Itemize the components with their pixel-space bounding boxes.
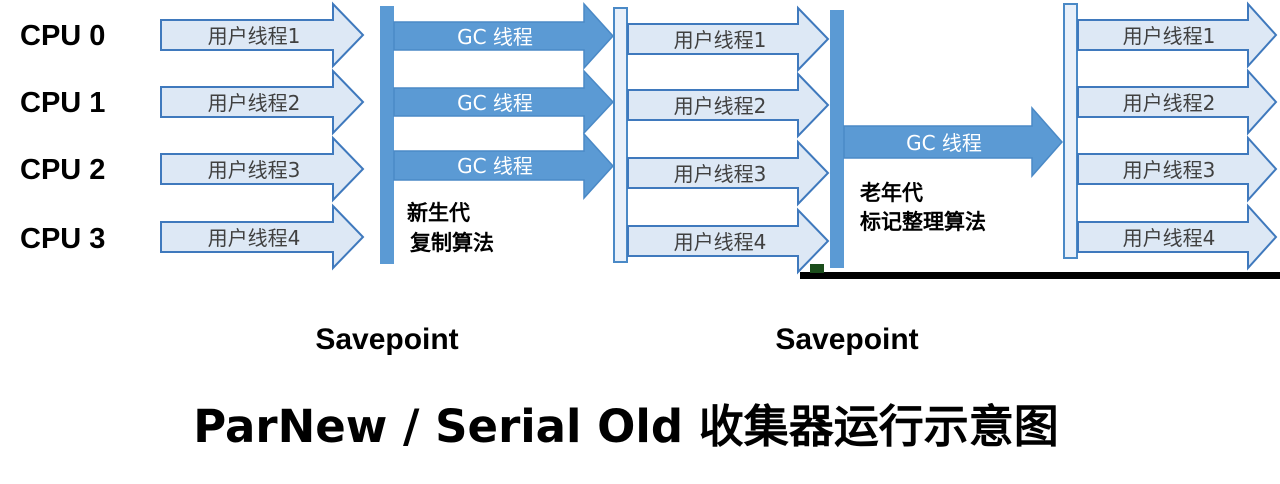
- cpu-labels: CPU 0 CPU 1 CPU 2 CPU 3: [20, 20, 105, 255]
- user-thread-label: 用户线程2: [1123, 91, 1216, 115]
- timeline-baseline: [800, 272, 1280, 279]
- user-thread-label: 用户线程3: [208, 158, 301, 182]
- user-thread-arrow: 用户线程1: [1077, 1, 1278, 69]
- user-thread-arrow: 用户线程2: [1077, 68, 1278, 136]
- user-thread-arrow: 用户线程3: [160, 135, 365, 203]
- gc-thread-arrow: GC 线程: [393, 2, 615, 70]
- cpu-label-3: CPU 3: [20, 223, 105, 255]
- gc-thread-arrow: GC 线程: [393, 69, 615, 135]
- user-thread-arrow: 用户线程1: [627, 5, 830, 73]
- user-thread-arrow: 用户线程4: [1077, 203, 1278, 271]
- user-thread-label: 用户线程1: [1123, 24, 1216, 48]
- old-gc-algorithm-line1: 老年代: [860, 181, 923, 205]
- user-thread-label: 用户线程3: [1123, 158, 1216, 182]
- gc-thread-label: GC 线程: [457, 25, 533, 49]
- diagram-title: ParNew / Serial Old 收集器运行示意图: [193, 400, 1058, 453]
- baseline-marker: [810, 264, 824, 273]
- gc-thread-label: GC 线程: [457, 154, 533, 178]
- user-thread-label: 用户线程3: [674, 162, 767, 186]
- gc-thread-label: GC 线程: [457, 91, 533, 115]
- phase3-user-threads: 用户线程1 用户线程2 用户线程3 用户线程4: [1077, 1, 1278, 271]
- user-thread-arrow: 用户线程1: [160, 1, 365, 69]
- safepoint-bar-old-gc-end: [1063, 3, 1078, 259]
- savepoint-label-2: Savepoint: [775, 323, 918, 356]
- user-thread-label: 用户线程1: [208, 24, 301, 48]
- user-thread-arrow: 用户线程4: [627, 207, 830, 275]
- user-thread-label: 用户线程1: [674, 28, 767, 52]
- user-thread-arrow: 用户线程3: [627, 139, 830, 207]
- gc-thread-arrow: GC 线程: [393, 132, 615, 200]
- user-thread-label: 用户线程2: [208, 91, 301, 115]
- old-gc-algorithm-line2: 标记整理算法: [860, 210, 986, 234]
- user-thread-arrow: 用户线程2: [160, 68, 365, 136]
- young-gc-algorithm-line2: 复制算法: [409, 231, 494, 255]
- safepoint-bar-young-gc-end: [613, 7, 628, 263]
- user-thread-arrow: 用户线程2: [627, 71, 830, 139]
- young-gc-threads: GC 线程 GC 线程 GC 线程 新生代 复制算法: [393, 2, 615, 255]
- user-thread-label: 用户线程4: [208, 226, 301, 250]
- phase2-user-threads: 用户线程1 用户线程2 用户线程3 用户线程4: [627, 5, 830, 275]
- user-thread-label: 用户线程2: [674, 94, 767, 118]
- user-thread-label: 用户线程4: [674, 230, 767, 254]
- user-thread-label: 用户线程4: [1123, 226, 1216, 250]
- cpu-label-0: CPU 0: [20, 20, 105, 52]
- savepoint-label-1: Savepoint: [315, 323, 458, 356]
- safepoint-bar-old-gc-start: [830, 10, 844, 268]
- gc-thread-arrow: GC 线程: [843, 106, 1064, 178]
- user-thread-arrow: 用户线程3: [1077, 135, 1278, 203]
- cpu-label-2: CPU 2: [20, 154, 105, 186]
- user-thread-arrow: 用户线程4: [160, 203, 365, 271]
- gc-thread-label: GC 线程: [906, 131, 982, 155]
- young-gc-algorithm-line1: 新生代: [407, 201, 470, 225]
- cpu-label-1: CPU 1: [20, 87, 105, 119]
- safepoint-bar-young-gc-start: [380, 6, 394, 264]
- old-gc-thread: GC 线程 老年代 标记整理算法: [843, 106, 1064, 234]
- phase1-user-threads: 用户线程1 用户线程2 用户线程3 用户线程4: [160, 1, 365, 271]
